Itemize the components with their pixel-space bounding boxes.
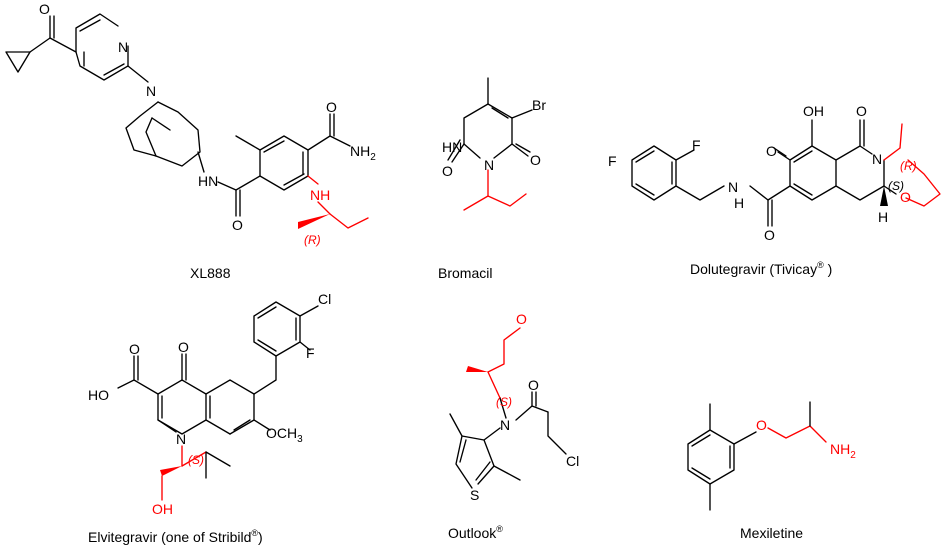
atom-o-ketone: O [178, 339, 189, 355]
atom-hn-amide: HN [198, 173, 218, 189]
atom-o-carboxamide: O [326, 99, 337, 115]
atom-o-ketone: O [766, 143, 777, 159]
caption-bromacil: Bromacil [438, 265, 492, 281]
caption-elvitegravir: Elvitegravir (one of Stribild®) [88, 528, 263, 545]
caption-mexiletine: Mexiletine [740, 525, 803, 541]
atom-o-oxazine: O [900, 189, 911, 205]
atom-br: Br [532, 97, 546, 113]
atom-cl: Cl [318, 291, 331, 307]
atom-nh-red: NH [310, 187, 330, 203]
caption-dolutegravir: Dolutegravir (Tivicay® ) [690, 260, 832, 277]
atom-nh2: NH2 [830, 441, 856, 461]
stereo-label-r: (R) [304, 233, 321, 247]
atom-cl: Cl [566, 453, 579, 469]
structure-xl888: N O N HN O O NH2 NH (R) XL888 [5, 1, 376, 281]
structure-mexiletine: O NH2 Mexiletine [687, 401, 856, 541]
atom-h: H [878, 209, 888, 225]
atom-o-right: O [530, 152, 541, 168]
atom-n: N [484, 157, 494, 173]
atom-n: N [176, 431, 186, 447]
structure-elvitegravir: Cl F O O HO N OCH3 OH (S) Elvitegravir (… [88, 291, 331, 545]
atom-f-right: F [692, 137, 701, 153]
atom-o-amide: O [232, 217, 243, 233]
structure-outlook: O N O S Cl (S) Outlook® [448, 311, 579, 541]
structure-bromacil: Br HN O N O Bromacil [438, 77, 546, 281]
structure-dolutegravir: F F N H O O OH O N O H (R) (S) Dolutegra… [608, 103, 941, 277]
atom-hn: HN [442, 139, 462, 155]
atom-n: N [500, 417, 510, 433]
atom-o-ketone: O [39, 1, 50, 17]
atom-n-bicyclic: N [146, 83, 156, 99]
atom-o-acid: O [129, 341, 140, 357]
atom-n-pyridine: N [118, 39, 128, 55]
stereo-label-s: (S) [888, 179, 904, 193]
stereo-label-s: (S) [188, 453, 204, 467]
caption-xl888: XL888 [190, 265, 231, 281]
stereo-label-s: (S) [496, 395, 512, 409]
atom-nh2: NH2 [350, 143, 376, 163]
atom-o-carbonyl: O [528, 377, 539, 393]
caption-outlook: Outlook® [448, 524, 503, 541]
stereo-label-r: (R) [900, 159, 917, 173]
atom-oh: OH [803, 103, 824, 119]
atom-o: O [756, 417, 767, 433]
atom-o-methoxy: O [516, 311, 527, 327]
atom-n-ring: N [872, 151, 882, 167]
atom-f: F [306, 345, 315, 361]
atom-s: S [470, 487, 479, 503]
atom-nh-h: H [734, 195, 744, 211]
atom-o-amide: O [764, 227, 775, 243]
atom-ho: HO [88, 387, 109, 403]
atom-nh-link: N [728, 179, 738, 195]
atom-o-left: O [442, 163, 453, 179]
atom-och3: OCH3 [266, 425, 303, 445]
atom-oh: OH [152, 501, 173, 517]
atom-f-left: F [608, 153, 617, 169]
atom-o-lactam: O [856, 103, 867, 119]
